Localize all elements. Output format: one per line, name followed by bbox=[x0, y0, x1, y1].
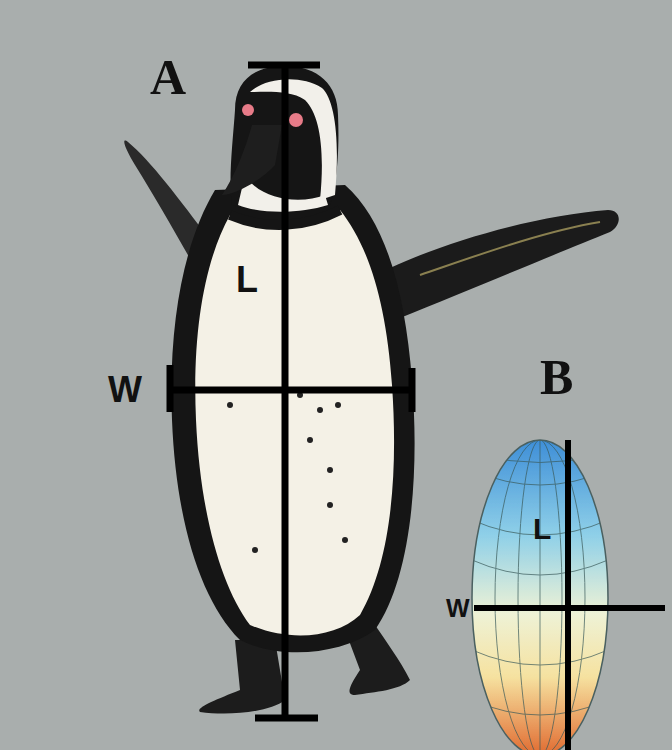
panel-letter: A bbox=[150, 52, 186, 102]
ellipsoid-axes bbox=[474, 440, 665, 750]
beak bbox=[222, 125, 282, 195]
left-foot bbox=[199, 640, 285, 714]
width-dimension bbox=[170, 365, 412, 412]
penguin-belly bbox=[195, 210, 394, 635]
ellipsoid-model bbox=[472, 430, 608, 750]
dimension-label: W bbox=[108, 372, 142, 408]
flipper-edge bbox=[420, 222, 600, 275]
dimension-label: L bbox=[533, 514, 551, 544]
penguin-body bbox=[171, 185, 414, 652]
panel-letter: B bbox=[540, 352, 573, 402]
dimension-label: L bbox=[236, 262, 258, 298]
right-flipper bbox=[390, 210, 619, 318]
dimension-label: W bbox=[446, 596, 470, 621]
